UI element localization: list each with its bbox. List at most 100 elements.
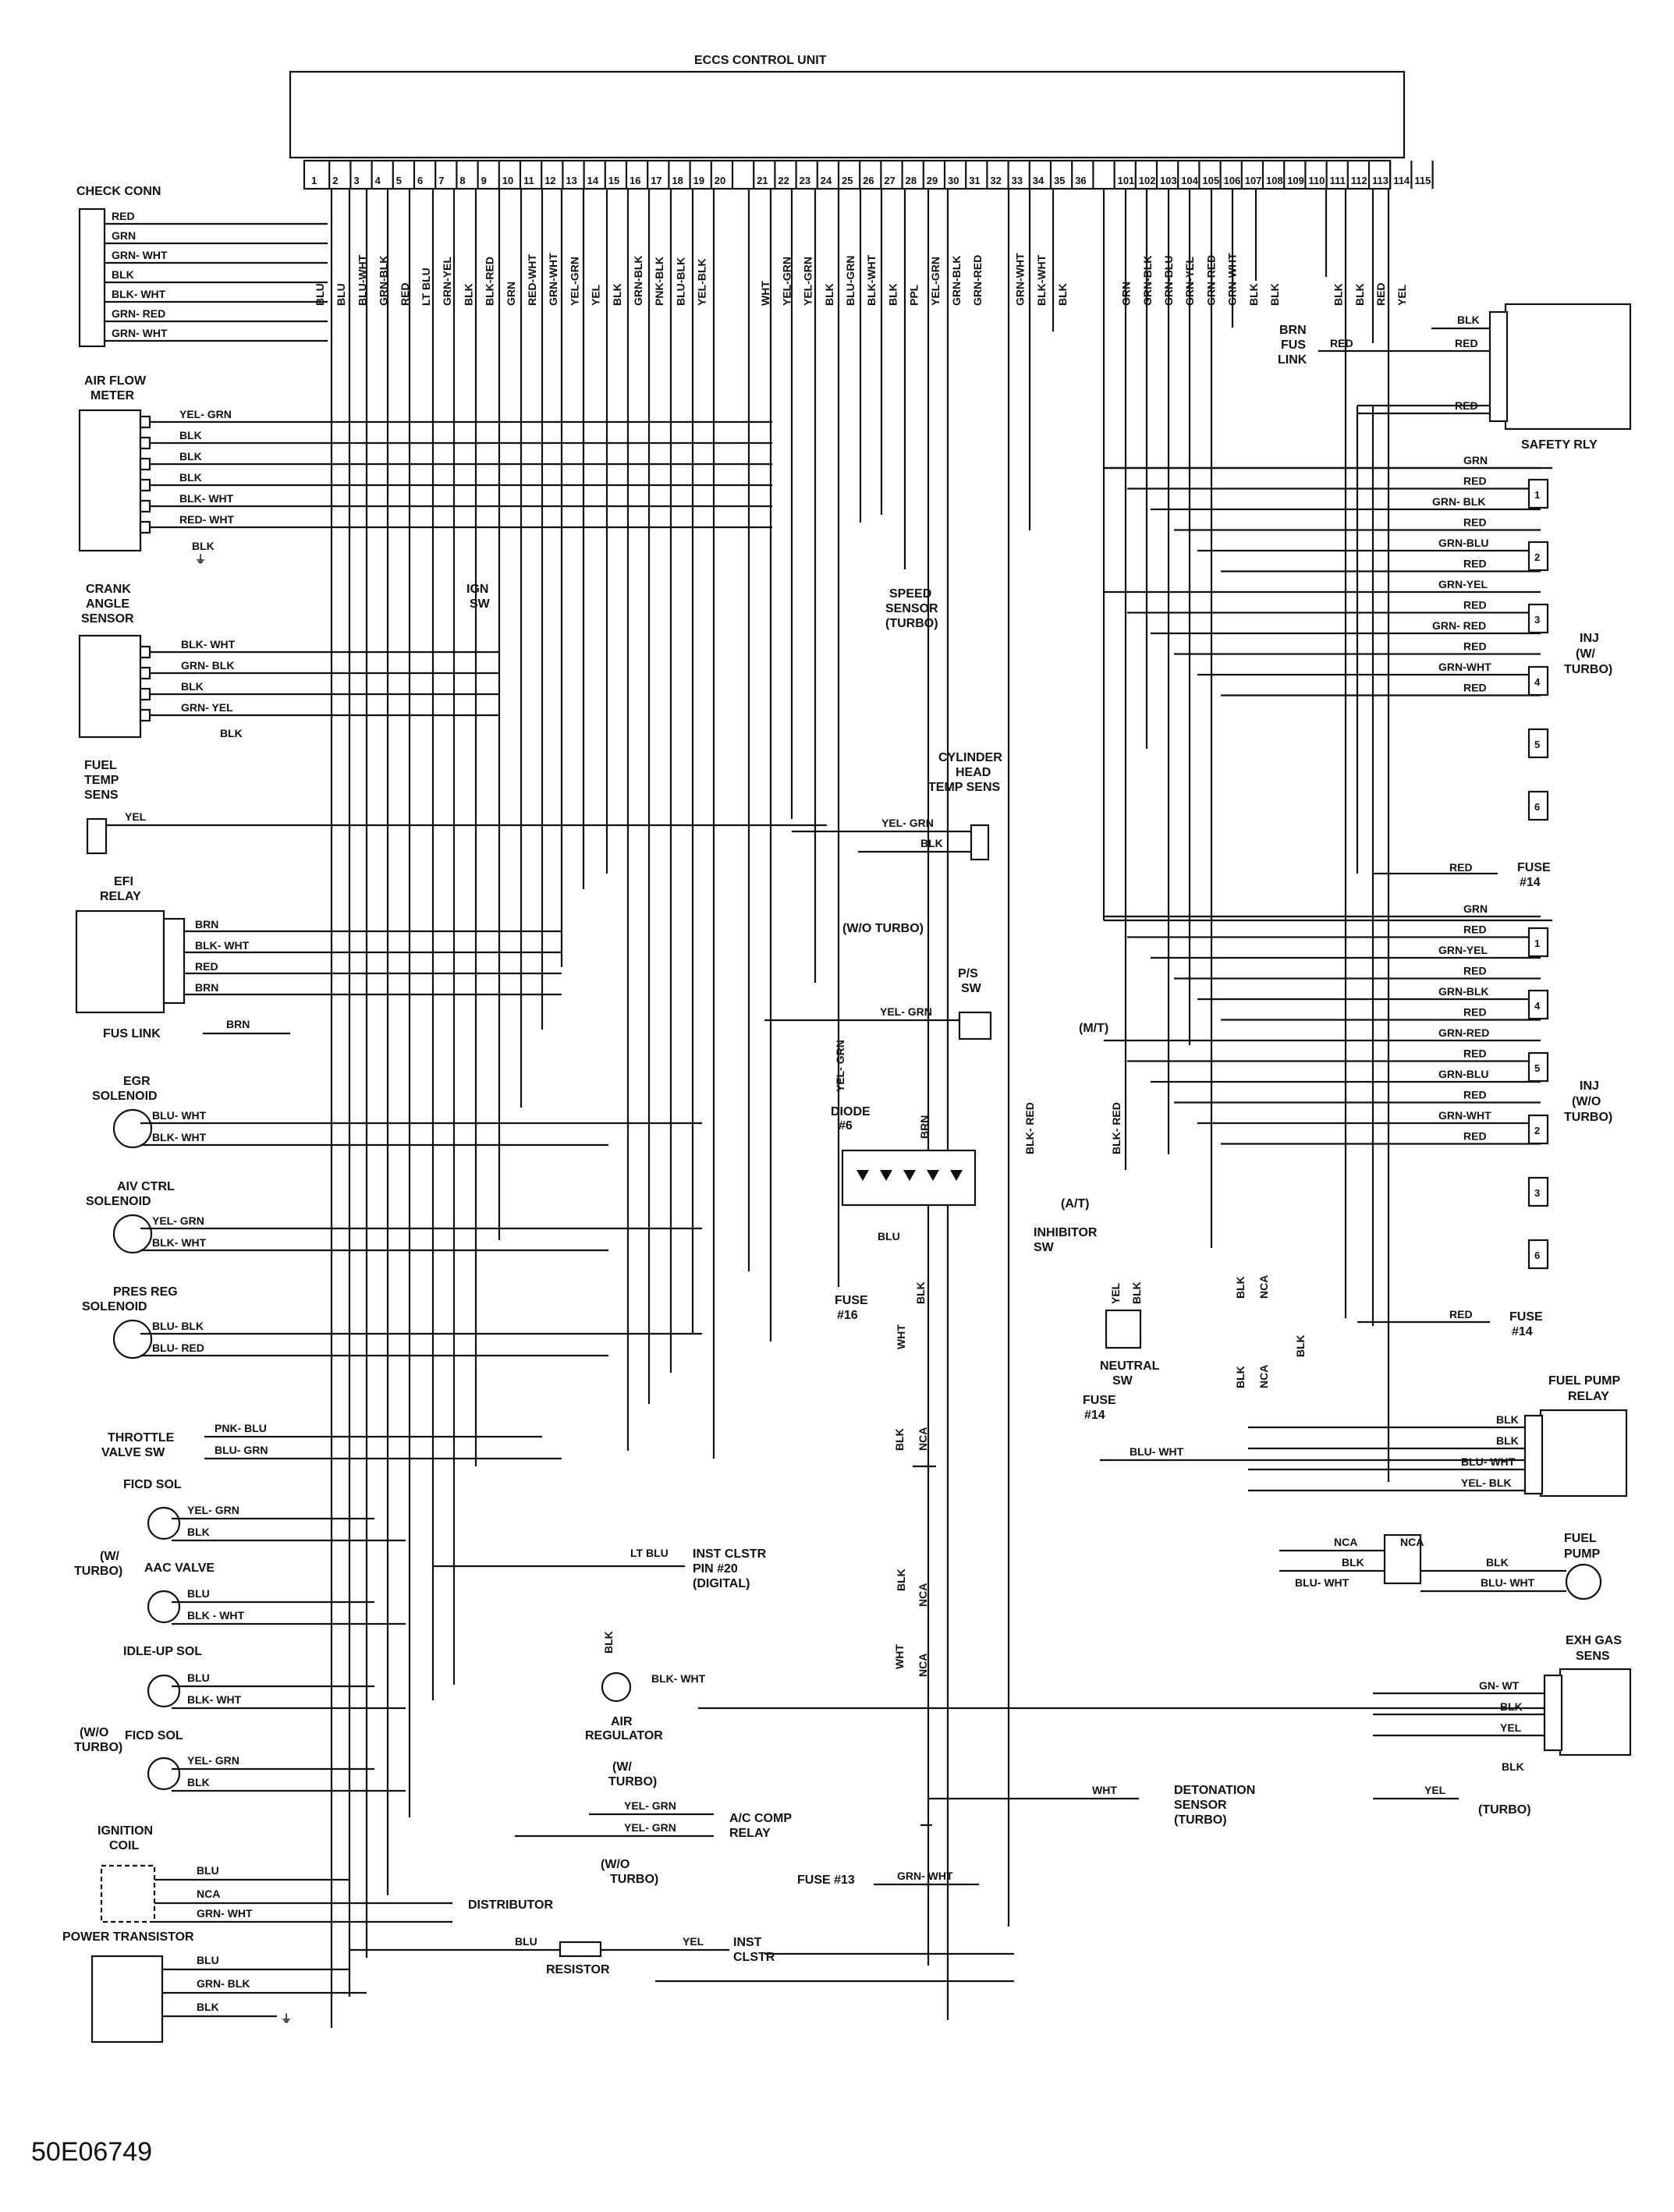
air-flow-pin bbox=[139, 436, 151, 450]
check-conn-wire-5: GRN- RED bbox=[112, 307, 165, 320]
resistor-label: RESISTOR bbox=[546, 1963, 610, 1976]
resistor-inst-1: INST bbox=[733, 1936, 762, 1949]
fuse16-2: #16 bbox=[837, 1309, 858, 1322]
inj-noturbo-fuse-wire: RED bbox=[1449, 1308, 1473, 1320]
ecu-wire-34: BLK-WHT bbox=[1035, 254, 1048, 306]
aiv-wire-1: BLK- WHT bbox=[152, 1236, 207, 1249]
diode-1: DIODE bbox=[831, 1105, 871, 1118]
ecu-pin-30: 30 bbox=[948, 175, 959, 186]
fuel-temp-box bbox=[86, 817, 108, 855]
crank-pin bbox=[139, 666, 151, 680]
fp-relay-2: RELAY bbox=[1568, 1390, 1609, 1403]
efi-wire-2: RED bbox=[195, 960, 218, 973]
detonation-wire: WHT bbox=[1092, 1784, 1117, 1796]
fpr-wire-3: YEL- BLK bbox=[1461, 1476, 1512, 1489]
exh-gas-blk: BLK bbox=[1502, 1760, 1524, 1773]
diode-mark bbox=[903, 1170, 916, 1181]
fuse13-label: FUSE #13 bbox=[797, 1873, 855, 1887]
ecu-wire-113: RED bbox=[1374, 282, 1387, 306]
inj_turbo-wire-0: GRN bbox=[1463, 454, 1488, 466]
inj-turbo-1: INJ bbox=[1580, 632, 1599, 645]
ecu-wire-28: PPL bbox=[908, 284, 920, 306]
pres_reg-title-1: PRES REG bbox=[113, 1285, 178, 1299]
inj_noturbo-wire-6: GRN-RED bbox=[1438, 1026, 1489, 1039]
inj_turbo-inj-1 bbox=[1527, 478, 1549, 509]
fuel-temp-title-2: TEMP bbox=[84, 774, 119, 787]
ecu-pin-21: 21 bbox=[757, 175, 768, 186]
exh-gas-turbo: (TURBO) bbox=[1478, 1803, 1531, 1817]
crank-wire-1: GRN- BLK bbox=[181, 659, 234, 672]
egr-wire-0: BLU- WHT bbox=[152, 1109, 207, 1122]
ecu-pin-32: 32 bbox=[990, 175, 1001, 186]
efi-relay-title-1: EFI bbox=[114, 875, 133, 888]
ecu-wire-107: BLK bbox=[1247, 283, 1260, 306]
ecu-pin-101: 101 bbox=[1118, 175, 1135, 186]
crank-box bbox=[78, 634, 142, 739]
fuel-pump-symbol bbox=[1565, 1563, 1602, 1601]
ecu-wire-15: BLK bbox=[611, 283, 623, 306]
ecu-pin-10: 10 bbox=[502, 175, 513, 186]
resistor-inst-2: CLSTR bbox=[733, 1951, 775, 1964]
aac-wire-0: BLU bbox=[187, 1587, 210, 1600]
pres_reg-wire-1: BLU- RED bbox=[152, 1342, 204, 1354]
neutral-sw-box bbox=[1105, 1309, 1142, 1349]
ecu-pin-110: 110 bbox=[1308, 175, 1325, 186]
air-flow-pin bbox=[139, 499, 151, 513]
inj_noturbo-num-2: 2 bbox=[1534, 1125, 1540, 1136]
w-turbo-tag-1: (W/ bbox=[100, 1550, 119, 1563]
crank-wire-4: BLK bbox=[220, 727, 243, 739]
inj-noturbo-fuse-2: #14 bbox=[1512, 1325, 1533, 1338]
inj_noturbo-wire-11: RED bbox=[1463, 1130, 1487, 1143]
ecu-wire-30: GRN-BLK bbox=[950, 255, 963, 306]
harness-wire-0: BLK bbox=[914, 1281, 927, 1304]
cyl-head-wire-1: YEL- GRN bbox=[881, 817, 934, 829]
air-flow-title-2: METER bbox=[90, 389, 134, 402]
egr-title-1: EGR bbox=[123, 1075, 151, 1088]
inj_turbo-wire-11: RED bbox=[1463, 682, 1487, 694]
fuel-pump-wire-4: BLU- WHT bbox=[1481, 1576, 1535, 1589]
power-tr-ground-icon: ⏚ bbox=[281, 2012, 292, 2025]
ignition-coil: IGNITION COIL BLU NCA GRN- WHT bbox=[98, 1824, 452, 1923]
ecu-pin-26: 26 bbox=[863, 175, 874, 186]
crank-wire-3: GRN- YEL bbox=[181, 701, 233, 714]
ign-coil-wire-3: GRN- WHT bbox=[197, 1907, 253, 1920]
safety-relay-box bbox=[1504, 303, 1632, 431]
ecu-wire-17: PNK-BLK bbox=[653, 257, 665, 306]
check-conn-wire-3: BLK bbox=[112, 268, 134, 281]
ecu-pin-35: 35 bbox=[1054, 175, 1065, 186]
inj-turbo-3: TURBO) bbox=[1564, 663, 1612, 676]
diode-wire-yel-grn: YEL- GRN bbox=[834, 1040, 846, 1092]
detonation-2: SENSOR bbox=[1174, 1799, 1227, 1812]
inj-turbo-2: (W/ bbox=[1576, 647, 1595, 661]
inj_noturbo-inj-2 bbox=[1527, 1114, 1549, 1145]
efi-relay-connector bbox=[162, 917, 186, 1005]
ac-relay-1: A/C COMP bbox=[729, 1812, 792, 1825]
fuel-temp-wire: YEL bbox=[125, 810, 147, 823]
cyl-head-1: CYLINDER bbox=[938, 751, 1002, 764]
harness-wire-5: NCA bbox=[917, 1583, 929, 1607]
neutral-wire-2: BLK bbox=[1130, 1281, 1143, 1304]
check-conn-box bbox=[78, 207, 106, 348]
neutral-2: SW bbox=[1112, 1374, 1133, 1388]
check-conn-wire-0: RED bbox=[112, 210, 135, 222]
fpr-wire-0: BLK bbox=[1496, 1413, 1519, 1426]
air-reg-1: AIR bbox=[611, 1715, 633, 1728]
efi-relay-box bbox=[75, 909, 165, 1014]
safety-relay: SAFETY RLY BRN FUS LINK BLK RED RED RED bbox=[1278, 303, 1632, 452]
ficd_sol-wire-1: BLK bbox=[187, 1526, 210, 1538]
ecu-title: ECCS CONTROL UNIT bbox=[694, 54, 827, 67]
ecu-pin-12: 12 bbox=[544, 175, 555, 186]
ecu-wire-8: BLK bbox=[462, 283, 474, 306]
safety-wire-4: RED bbox=[1455, 399, 1478, 412]
inj_noturbo-inj-1 bbox=[1527, 927, 1549, 958]
exh-gas-yel: YEL bbox=[1424, 1784, 1446, 1796]
diode-mark bbox=[927, 1170, 939, 1181]
cyl-head-wire-2: BLK bbox=[920, 837, 943, 849]
safety-brn-1: BRN bbox=[1279, 324, 1307, 337]
diode-wire-brn: BRN bbox=[918, 1115, 931, 1139]
fpr-wire-2: BLU- WHT bbox=[1461, 1455, 1516, 1468]
inj-noturbo-3: TURBO) bbox=[1564, 1111, 1612, 1124]
ecu-wire-35: BLK bbox=[1056, 283, 1069, 306]
